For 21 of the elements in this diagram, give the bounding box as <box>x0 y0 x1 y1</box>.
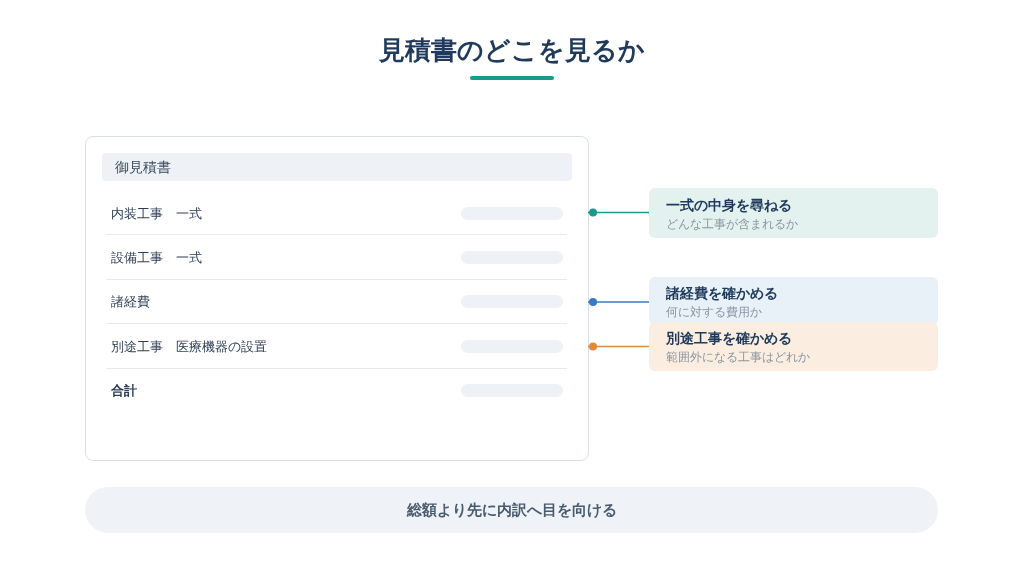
line-item-label: 諸経費 <box>111 293 150 311</box>
connector-line <box>587 208 650 217</box>
connector-line <box>587 298 650 306</box>
callout-box <box>649 322 938 371</box>
connector-line <box>587 342 650 351</box>
callout-subtext: 何に対する費用か <box>666 305 763 320</box>
callout-heading: 別途工事を確かめる <box>666 329 793 347</box>
line-item-label: 合計 <box>111 382 137 400</box>
line-item-label: 内装工事 一式 <box>111 205 202 223</box>
callout-subtext: どんな工事が含まれるか <box>666 217 799 232</box>
line-item-label: 別途工事 医療機器の設置 <box>111 338 267 356</box>
callout-subtext: 範囲外になる工事はどれか <box>666 350 811 365</box>
estimate-header: 御見積書 <box>102 153 572 181</box>
estimate-card <box>85 136 589 461</box>
callout-box <box>649 277 938 325</box>
diagram-title: 見積書のどこを見るか <box>379 34 645 67</box>
callout-heading: 一式の中身を尋ねる <box>666 196 793 214</box>
callout-heading: 諸経費を確かめる <box>666 284 779 302</box>
line-item-label: 設備工事 一式 <box>111 249 202 267</box>
callout-box <box>649 188 938 238</box>
summary-banner: 総額より先に内訳へ目を向ける <box>85 487 938 533</box>
